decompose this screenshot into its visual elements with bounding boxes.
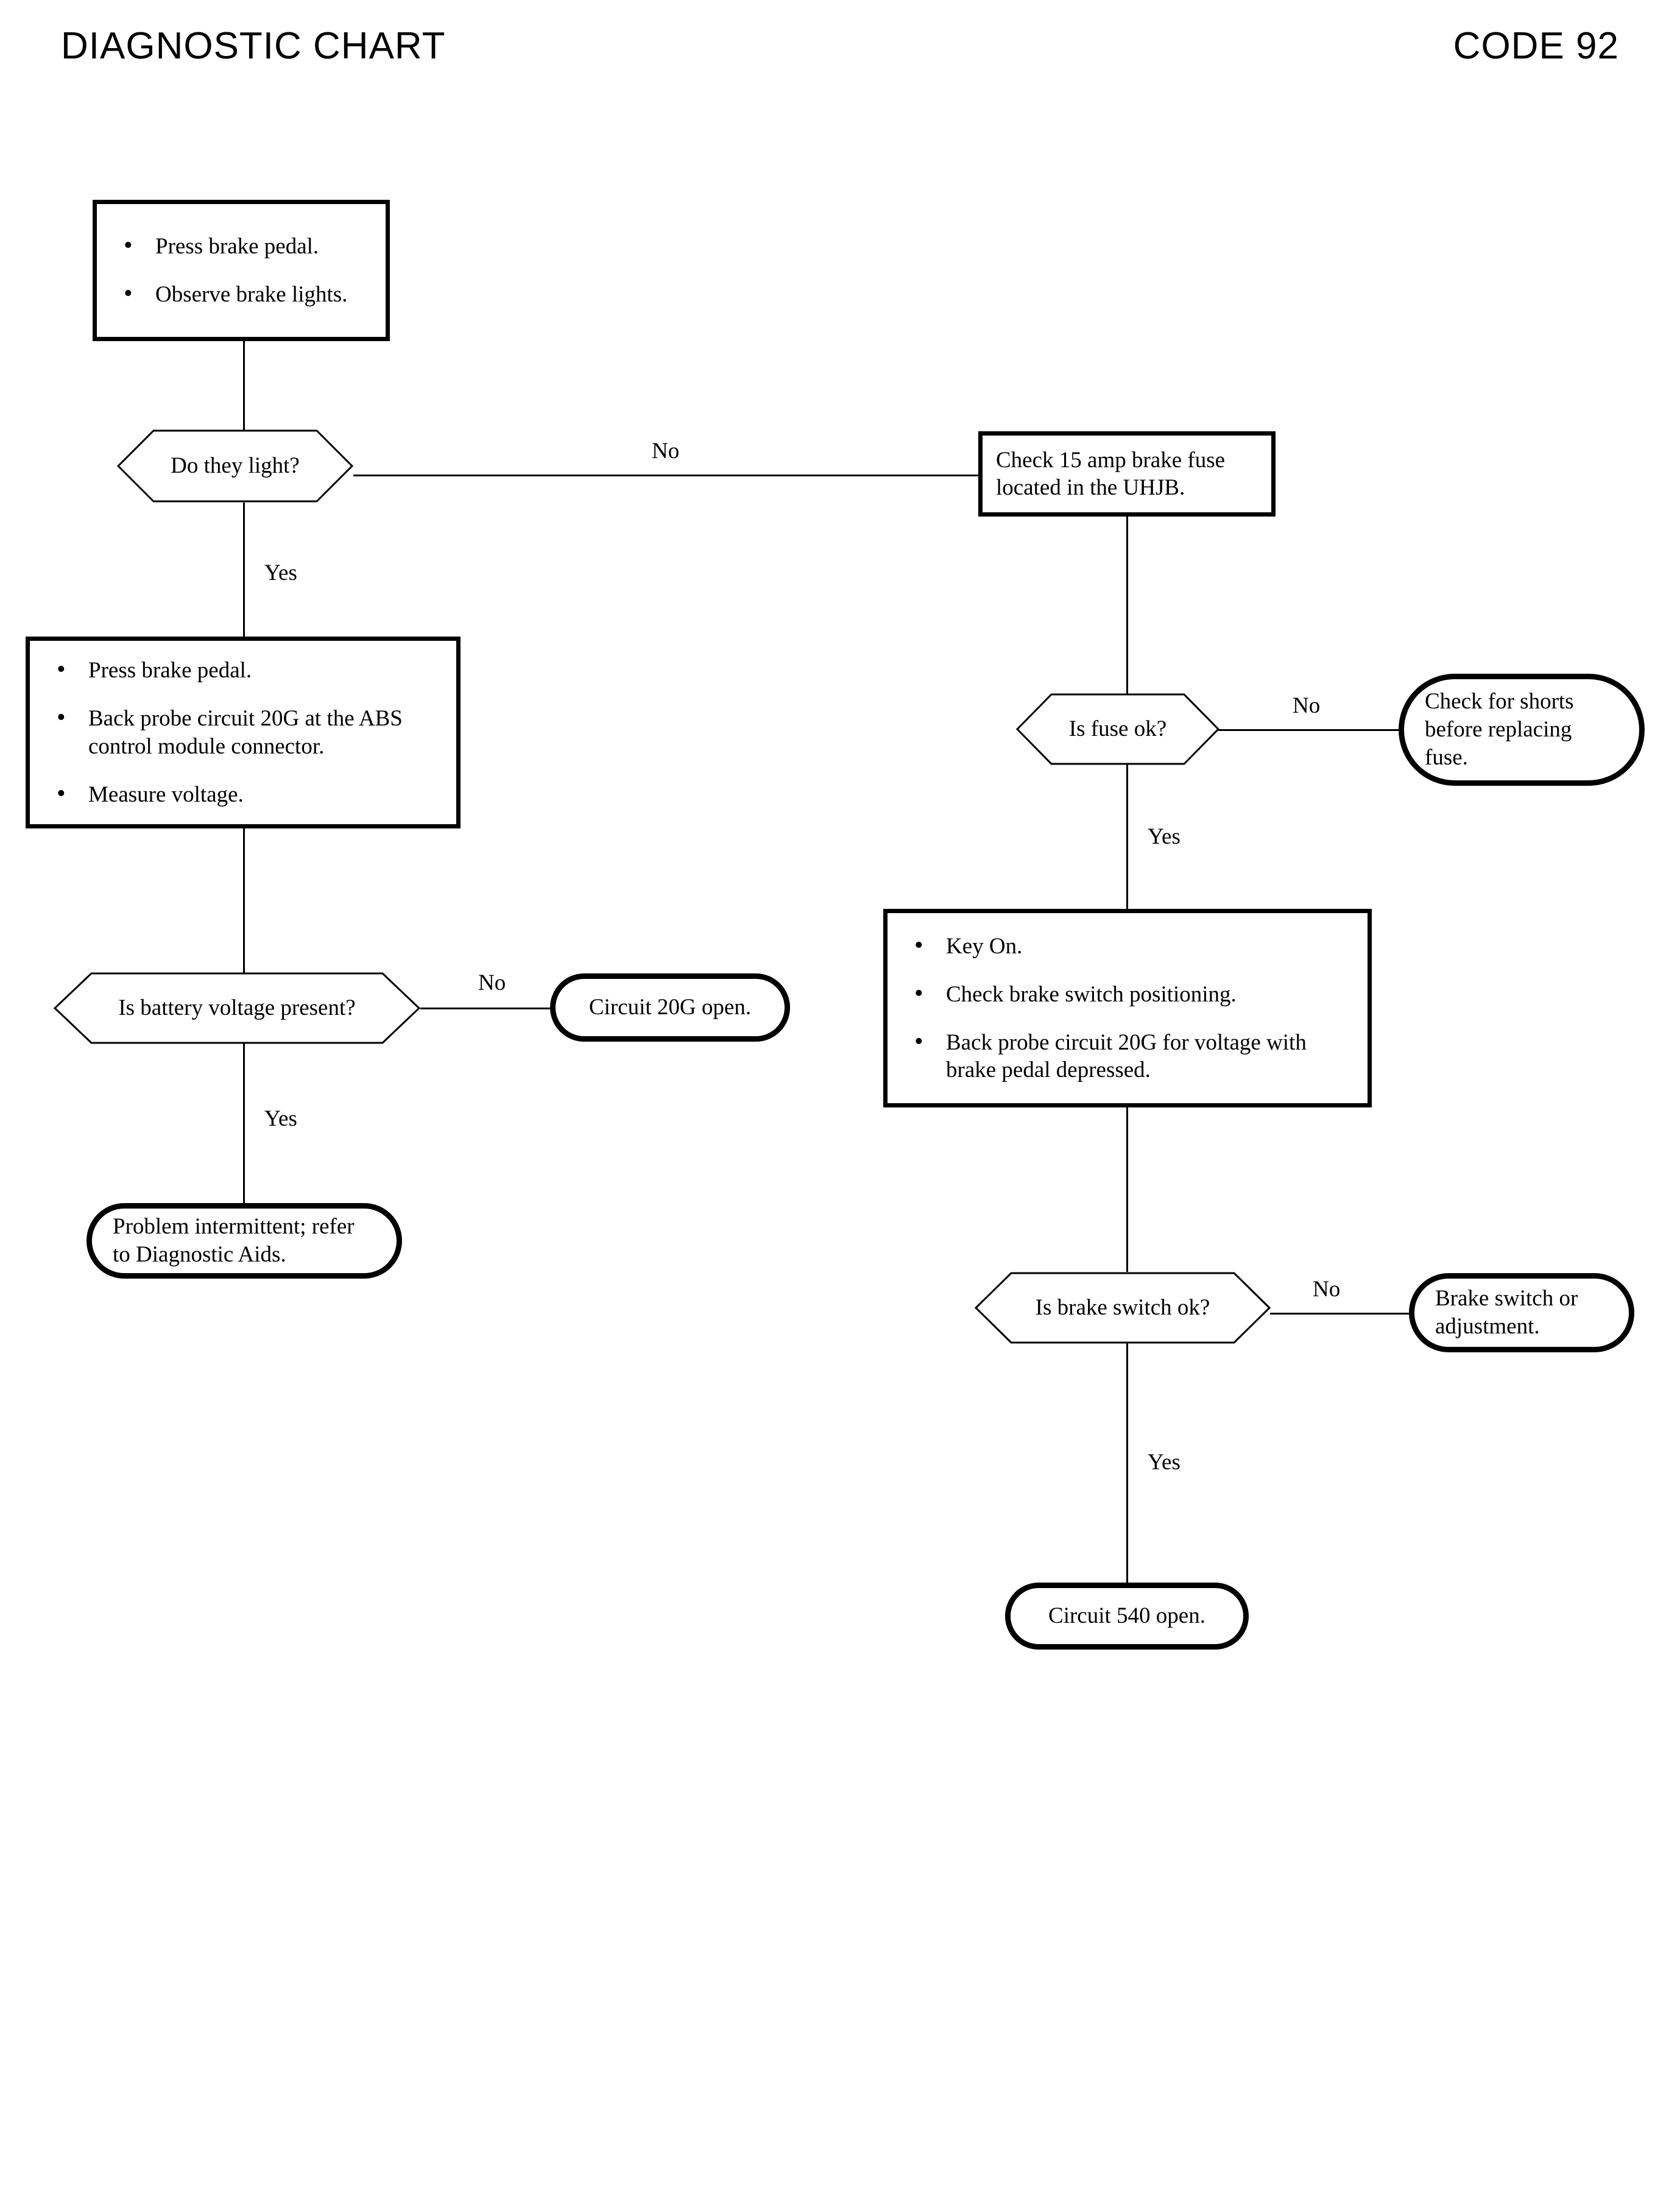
bullet-item: Check brake switch positioning. <box>906 978 1352 1009</box>
edge-label-yes-3: Yes <box>1148 824 1181 849</box>
connector-n2-to-d2 <box>243 828 245 990</box>
hexagon-shape <box>975 1272 1271 1344</box>
terminal-text: Circuit 20G open. <box>588 995 752 1020</box>
hexagon-shape <box>1016 693 1219 765</box>
node-probe-abs-module[interactable]: Press brake pedal. Back probe circuit 20… <box>26 637 461 828</box>
decision-label: Do they light? <box>171 453 300 478</box>
connector-d4-to-t5 <box>1126 1315 1128 1583</box>
connector-d1-to-n2 <box>243 503 245 637</box>
edge-label-yes-4: Yes <box>1148 1450 1181 1475</box>
decision-brake-switch-ok[interactable]: Is brake switch ok? <box>975 1272 1271 1344</box>
node-text: Check 15 amp brake fuse located in the U… <box>996 447 1226 500</box>
bullet-item: Back probe circuit 20G at the ABS contro… <box>48 702 440 760</box>
decision-label: Is battery voltage present? <box>118 995 356 1020</box>
edge-label-yes-1: Yes <box>264 560 297 585</box>
decision-is-fuse-ok[interactable]: Is fuse ok? <box>1016 693 1219 765</box>
connector-d2-to-t1 <box>420 1008 551 1009</box>
edge-label-no-1: No <box>652 439 680 464</box>
node-press-observe[interactable]: Press brake pedal. Observe brake lights. <box>93 200 390 341</box>
bullet-item: Observe brake lights. <box>115 278 370 309</box>
connector-d3-to-t3 <box>1218 729 1401 731</box>
bullet-item: Back probe circuit 20G for voltage with … <box>906 1026 1352 1084</box>
decision-battery-voltage[interactable]: Is battery voltage present? <box>54 972 420 1044</box>
terminal-circuit-20g-open[interactable]: Circuit 20G open. <box>550 973 790 1042</box>
terminal-problem-intermittent[interactable]: Problem intermittent; refer to Diagnosti… <box>86 1203 402 1279</box>
connector-d1-to-n3 <box>353 475 978 476</box>
edge-label-no-2: No <box>478 970 506 995</box>
connector-d2-to-t2 <box>243 1033 245 1203</box>
bullet-item: Key On. <box>906 930 1352 961</box>
connector-n1-to-d1 <box>243 341 245 460</box>
bullet-item: Measure voltage. <box>48 778 440 810</box>
terminal-circuit-540-open[interactable]: Circuit 540 open. <box>1005 1583 1249 1650</box>
connector-d4-to-t4 <box>1270 1313 1410 1315</box>
page-title: DIAGNOSTIC CHART <box>61 25 446 67</box>
decision-label: Is brake switch ok? <box>1035 1294 1210 1320</box>
edge-label-no-3: No <box>1293 693 1321 718</box>
connector-n3-to-d3 <box>1126 517 1128 721</box>
hexagon-shape <box>54 972 420 1044</box>
hexagon-shape <box>117 429 353 503</box>
connector-n4-to-d4 <box>1126 1107 1128 1272</box>
terminal-check-for-shorts[interactable]: Check for shorts before replacing fuse. <box>1399 674 1645 786</box>
node-key-on-checks[interactable]: Key On. Check brake switch positioning. … <box>883 909 1372 1107</box>
edge-label-no-4: No <box>1313 1277 1341 1302</box>
bullet-item: Press brake pedal. <box>115 230 370 261</box>
terminal-text: Circuit 540 open. <box>1048 1603 1205 1629</box>
decision-label: Is fuse ok? <box>1068 716 1167 741</box>
terminal-brake-switch-adjustment[interactable]: Brake switch or adjustment. <box>1409 1273 1634 1352</box>
terminal-text: Brake switch or adjustment. <box>1435 1286 1578 1339</box>
bullet-item: Press brake pedal. <box>48 654 440 685</box>
node-check-fuse[interactable]: Check 15 amp brake fuse located in the U… <box>978 431 1276 517</box>
terminal-text: Problem intermittent; refer to Diagnosti… <box>113 1214 355 1267</box>
edge-label-yes-2: Yes <box>264 1106 297 1131</box>
connector-d3-to-n4 <box>1126 764 1128 909</box>
terminal-text: Check for shorts before replacing fuse. <box>1425 689 1574 770</box>
decision-do-they-light[interactable]: Do they light? <box>117 429 353 503</box>
code-label: CODE 92 <box>1453 25 1619 67</box>
